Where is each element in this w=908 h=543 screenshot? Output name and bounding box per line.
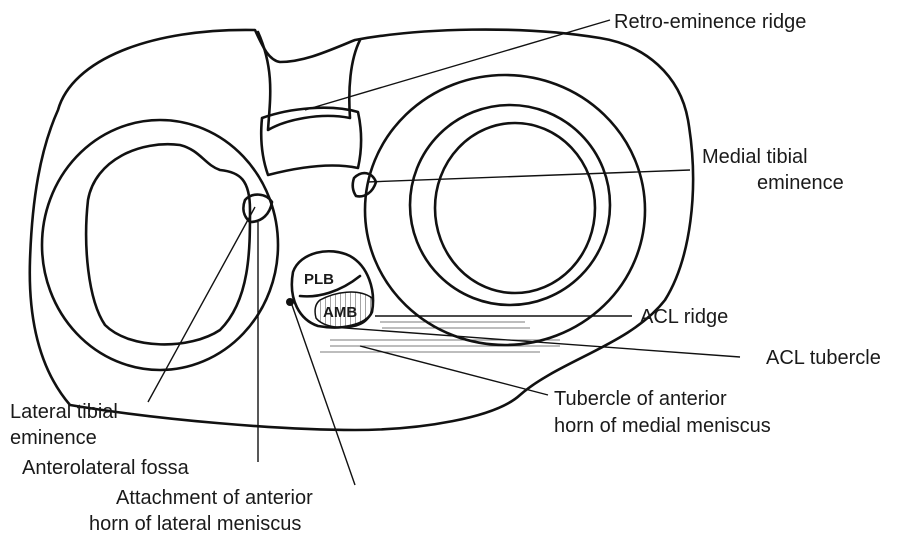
lateral-meniscus — [42, 120, 278, 370]
lateral-tibial-eminence-shape — [243, 195, 272, 222]
label-medial-tibial-eminence-line1: Medial tibial — [702, 146, 808, 168]
label-attachment-anterior-horn-lateral-line1: Attachment of anterior — [116, 487, 313, 509]
label-anterolateral-fossa: Anterolateral fossa — [22, 457, 190, 479]
label-retro-eminence-ridge: Retro-eminence ridge — [614, 11, 806, 33]
attachment-dot — [286, 298, 294, 306]
medial-tibial-eminence-shape — [353, 173, 376, 196]
label-tubercle-anterior-horn-medial-line2: horn of medial meniscus — [554, 415, 771, 437]
label-plb: PLB — [304, 271, 334, 288]
label-amb: AMB — [323, 304, 357, 321]
medial-articular-surface — [435, 123, 595, 293]
label-acl-tubercle: ACL tubercle — [766, 347, 881, 369]
label-lateral-tibial-eminence-line2: eminence — [10, 427, 97, 449]
label-medial-tibial-eminence-line2: eminence — [757, 172, 844, 194]
label-tubercle-anterior-horn-medial-line1: Tubercle of anterior — [554, 388, 727, 410]
label-attachment-anterior-horn-lateral-line2: horn of lateral meniscus — [89, 513, 301, 535]
lateral-articular-surface — [86, 144, 250, 344]
label-lateral-tibial-eminence-line1: Lateral tibial — [10, 401, 118, 423]
medial-meniscus-inner-ring — [410, 105, 610, 305]
label-acl-ridge: ACL ridge — [640, 306, 728, 328]
